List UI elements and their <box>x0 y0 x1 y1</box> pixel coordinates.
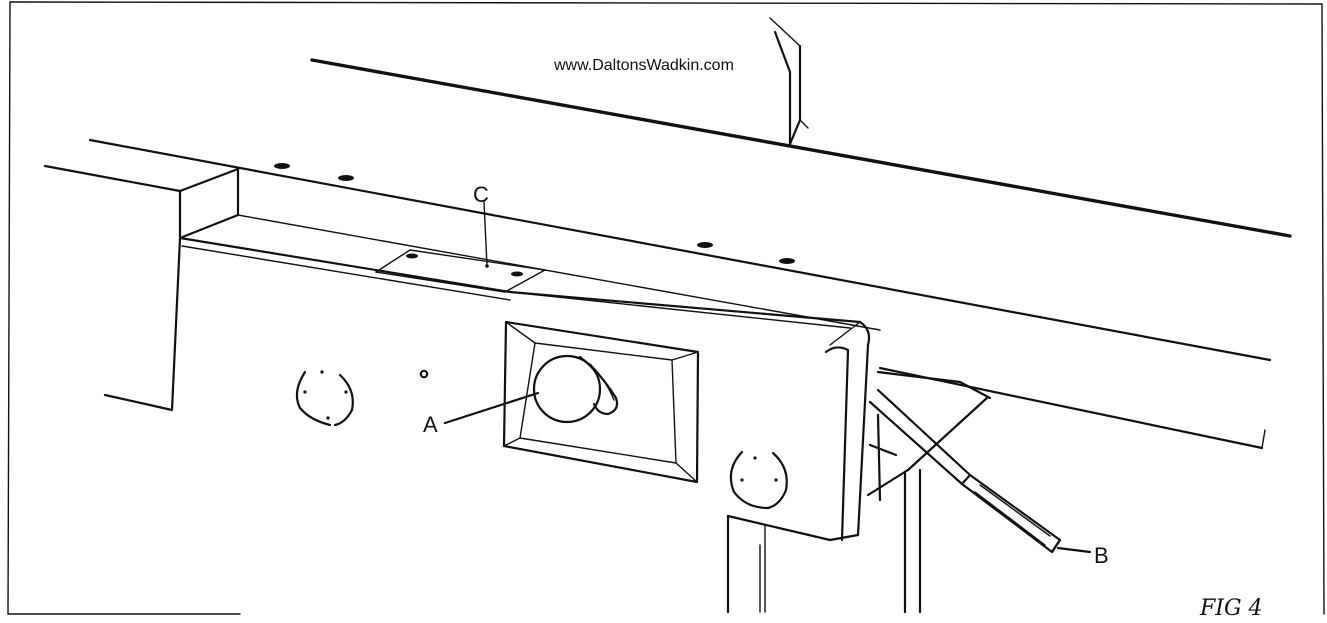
rear-structure <box>759 370 992 614</box>
small-screw <box>419 369 429 379</box>
label-b: B <box>1094 543 1109 568</box>
circular-plate-right <box>729 450 788 510</box>
figure-caption: FIG 4 <box>1199 596 1263 618</box>
circular-plate-left <box>295 370 354 427</box>
machine-table <box>43 138 1272 450</box>
switch-recess <box>502 320 700 484</box>
watermark-url: www.DaltonsWadkin.com <box>553 57 734 74</box>
lever-rod <box>868 388 1062 554</box>
fence-rail <box>310 17 1292 238</box>
cover-plate <box>375 249 546 293</box>
label-c: C <box>473 182 489 207</box>
switch-handle <box>532 354 619 424</box>
label-leaders <box>443 201 1092 554</box>
frame-border <box>7 1 1325 615</box>
table-screws <box>274 163 795 264</box>
label-a: A <box>423 412 438 437</box>
front-panel <box>508 290 871 614</box>
